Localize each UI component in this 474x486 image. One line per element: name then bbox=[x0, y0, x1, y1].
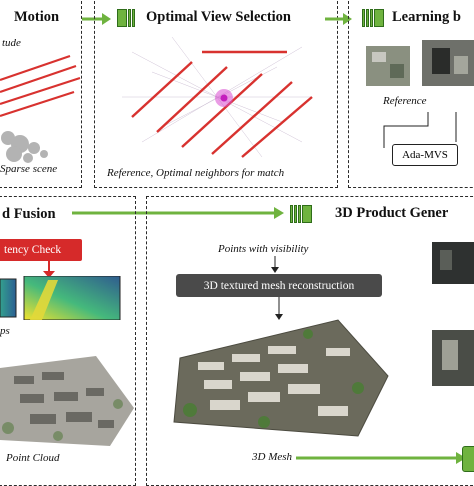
learning-title: Learning b bbox=[392, 9, 461, 25]
ada-mvs-box: Ada-MVS bbox=[392, 144, 458, 166]
camera-network-illustration bbox=[122, 36, 313, 158]
consistency-check-box: tency Check bbox=[0, 239, 82, 261]
depth-map-thumbnails bbox=[0, 276, 121, 320]
arrow-down-icon bbox=[271, 256, 279, 273]
view-selection-caption: Reference, Optimal neighbors for match bbox=[107, 167, 285, 179]
points-visibility-caption: Points with visibility bbox=[218, 243, 309, 255]
mesh-reconstruction-box: 3D textured mesh reconstruction bbox=[176, 274, 382, 297]
learning-connector-lines bbox=[383, 112, 457, 148]
stripe-marker-icon bbox=[290, 205, 312, 223]
arrow-right-icon bbox=[72, 207, 284, 219]
sparse-scene-caption: Sparse scene bbox=[0, 163, 58, 175]
fusion-title: d Fusion bbox=[2, 206, 56, 222]
3d-mesh-caption: 3D Mesh bbox=[252, 451, 293, 463]
arrow-right-icon bbox=[296, 452, 466, 464]
arrow-right-icon bbox=[325, 13, 352, 25]
arrow-down-icon bbox=[275, 297, 283, 320]
sparse-scene-illustration bbox=[0, 54, 81, 163]
reference-image-thumbnails bbox=[366, 40, 474, 86]
point-cloud-illustration bbox=[0, 356, 134, 446]
3d-mesh-illustration bbox=[173, 319, 389, 437]
view-selection-title: Optimal View Selection bbox=[146, 9, 291, 25]
stripe-marker-icon bbox=[117, 9, 135, 27]
point-cloud-caption: Point Cloud bbox=[6, 452, 60, 464]
reference-caption: Reference bbox=[383, 95, 427, 107]
motion-panel bbox=[0, 0, 82, 188]
motion-title: Motion bbox=[14, 9, 60, 25]
product-title: 3D Product Gener bbox=[335, 205, 449, 221]
textured-mesh-thumbnail bbox=[432, 242, 474, 386]
arrow-right-icon bbox=[82, 13, 111, 25]
view-selection-panel bbox=[94, 0, 338, 188]
learning-panel bbox=[348, 0, 474, 188]
altitude-caption: tude bbox=[2, 37, 21, 49]
depth-maps-caption: ps bbox=[0, 325, 10, 337]
next-stage-marker bbox=[462, 446, 474, 472]
arrow-down-icon bbox=[43, 261, 55, 278]
stripe-marker-icon bbox=[362, 9, 384, 27]
